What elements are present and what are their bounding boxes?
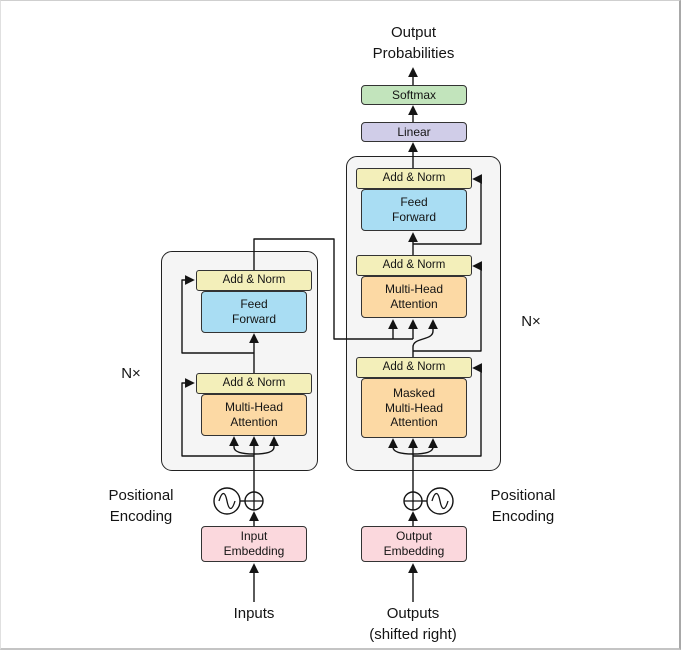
encoder-add-norm-lower: Add & Norm — [196, 373, 312, 394]
encoder-multi-head-attention: Multi-Head Attention — [201, 394, 307, 436]
output-embedding-box: Output Embedding — [361, 526, 467, 562]
decoder-positional-encoding-label: Positional Encoding — [490, 487, 556, 525]
decoder-cross-attention: Multi-Head Attention — [361, 276, 467, 318]
encoder-repeat-label: N× — [121, 365, 141, 382]
linear-box: Linear — [361, 122, 467, 142]
decoder-repeat-label: N× — [521, 313, 541, 330]
plus-circle-icon — [244, 491, 264, 511]
decoder-feed-forward: Feed Forward — [361, 189, 467, 231]
encoder-add-norm-upper: Add & Norm — [196, 270, 312, 291]
decoder-masked-attention: Masked Multi-Head Attention — [361, 378, 467, 438]
inputs-label: Inputs — [233, 605, 275, 622]
sine-wave-icon — [426, 487, 454, 515]
input-embedding-box: Input Embedding — [201, 526, 307, 562]
encoder-feed-forward: Feed Forward — [201, 291, 307, 333]
outputs-label: Outputs (shifted right) — [369, 605, 457, 643]
decoder-flow-lines — [388, 67, 482, 602]
sine-wave-icon — [213, 487, 241, 515]
positional-encoding-symbols — [213, 487, 454, 515]
encoder-flow-lines — [181, 238, 418, 602]
decoder-add-norm-lower: Add & Norm — [356, 357, 472, 378]
decoder-add-norm-middle: Add & Norm — [356, 255, 472, 276]
softmax-box: Softmax — [361, 85, 467, 105]
decoder-add-norm-upper: Add & Norm — [356, 168, 472, 189]
output-probabilities-label: Output Probabilities — [372, 24, 455, 62]
plus-circle-icon — [403, 491, 423, 511]
encoder-positional-encoding-label: Positional Encoding — [108, 487, 174, 525]
